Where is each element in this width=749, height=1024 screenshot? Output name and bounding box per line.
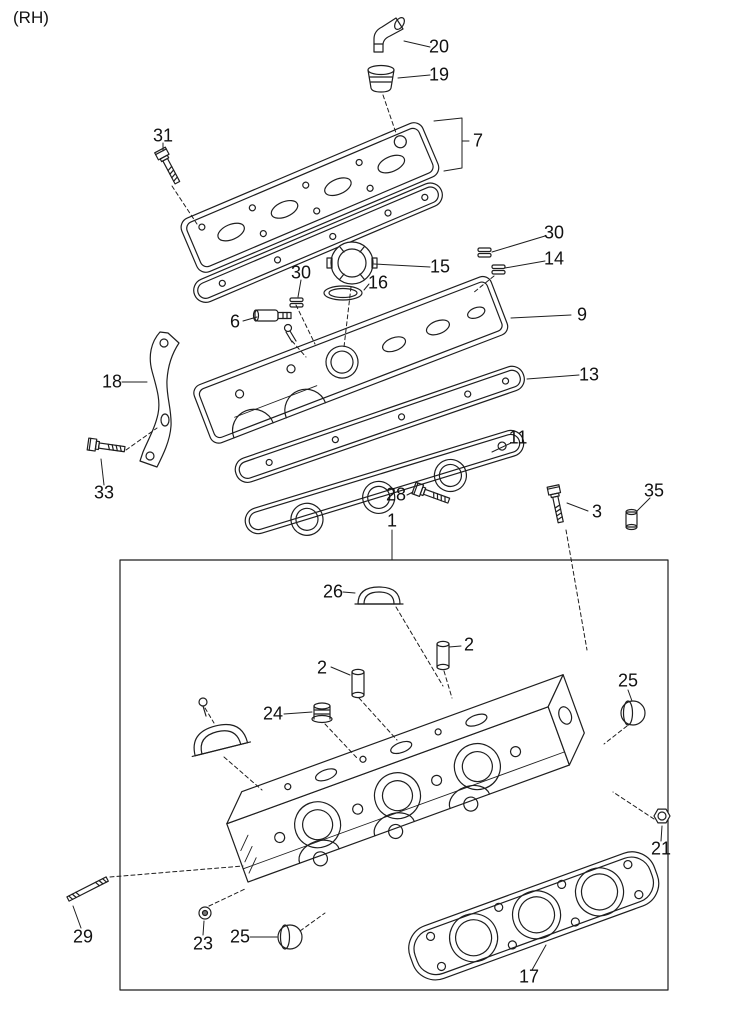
callout-28-15: 28 [385,484,407,505]
head-gasket-part-17 [408,851,660,981]
gasket-part-11 [244,429,525,536]
callout-21-24: 21 [650,838,672,859]
callout-13-12: 13 [578,364,600,385]
callout-2-21: 2 [316,657,328,678]
stud-bolt-part-3 [546,484,568,525]
callout-15-6: 15 [429,256,451,277]
assembly-dashed-lines [109,94,655,932]
callout-18-11: 18 [101,371,123,392]
stud-part-29 [66,876,109,902]
callout-19-1: 19 [428,64,450,85]
breather-elbow-part-20 [373,17,405,53]
gasket-part-13 [234,365,525,483]
valve-cover-part-9 [193,275,509,444]
callout-25-23: 25 [617,670,639,691]
callout-2-20: 2 [463,634,475,655]
callout-24-22: 24 [262,703,284,724]
clamp-part-30-right [477,247,492,258]
bearing-cap-left [191,723,252,758]
assembly-box-part-1 [119,559,669,991]
filler-ring-part-16 [323,285,363,301]
cap-part-35 [625,508,638,531]
callout-35-18: 35 [643,480,665,501]
valve-cover-part-7 [180,122,440,273]
pcv-valve-part-6 [252,309,297,343]
callout-1-16: 1 [386,510,398,531]
callout-26-19: 26 [322,581,344,602]
valve-cover-gasket-upper [193,182,443,303]
callout-30-4: 30 [543,222,565,243]
bolt-part-31 [154,146,184,187]
callout-14-5: 14 [543,248,565,269]
oil-filler-cap-part-15 [326,241,378,285]
callout-17-28: 17 [518,966,540,987]
leader-lines [72,40,663,971]
valve-guide-part-2-lower [351,668,365,699]
cylinder-head-part-1 [226,674,585,883]
callout-3-17: 3 [591,501,603,522]
callout-25-27: 25 [229,926,251,947]
callout-9-10: 9 [576,304,588,325]
dowel-pin [198,697,208,717]
callout-33-14: 33 [93,482,115,503]
callout-23-26: 23 [192,933,214,954]
cam-cap-part-25-right [620,700,646,726]
callout-31-2: 31 [152,125,174,146]
bearing-cap-part-26 [354,586,404,605]
callout-16-7: 16 [367,272,389,293]
nut-part-21 [653,808,671,824]
callout-7-3: 7 [472,130,484,151]
callout-6-9: 6 [229,311,241,332]
cam-cap-part-25-bottom [277,924,303,950]
callout-11-13: 11 [508,427,528,448]
callout-30-8: 30 [290,262,312,283]
grommet-part-19 [367,64,395,93]
bolt-part-33 [86,437,127,456]
plug-part-23 [198,906,212,920]
callout-20-0: 20 [428,36,450,57]
bracket-part-18 [139,331,180,468]
orientation-label: (RH) [13,8,49,27]
valve-guide-part-2-upper [436,640,450,671]
valve-stem-seal-part-24 [311,702,333,724]
clamp-part-14 [491,264,506,275]
callout-29-25: 29 [72,926,94,947]
